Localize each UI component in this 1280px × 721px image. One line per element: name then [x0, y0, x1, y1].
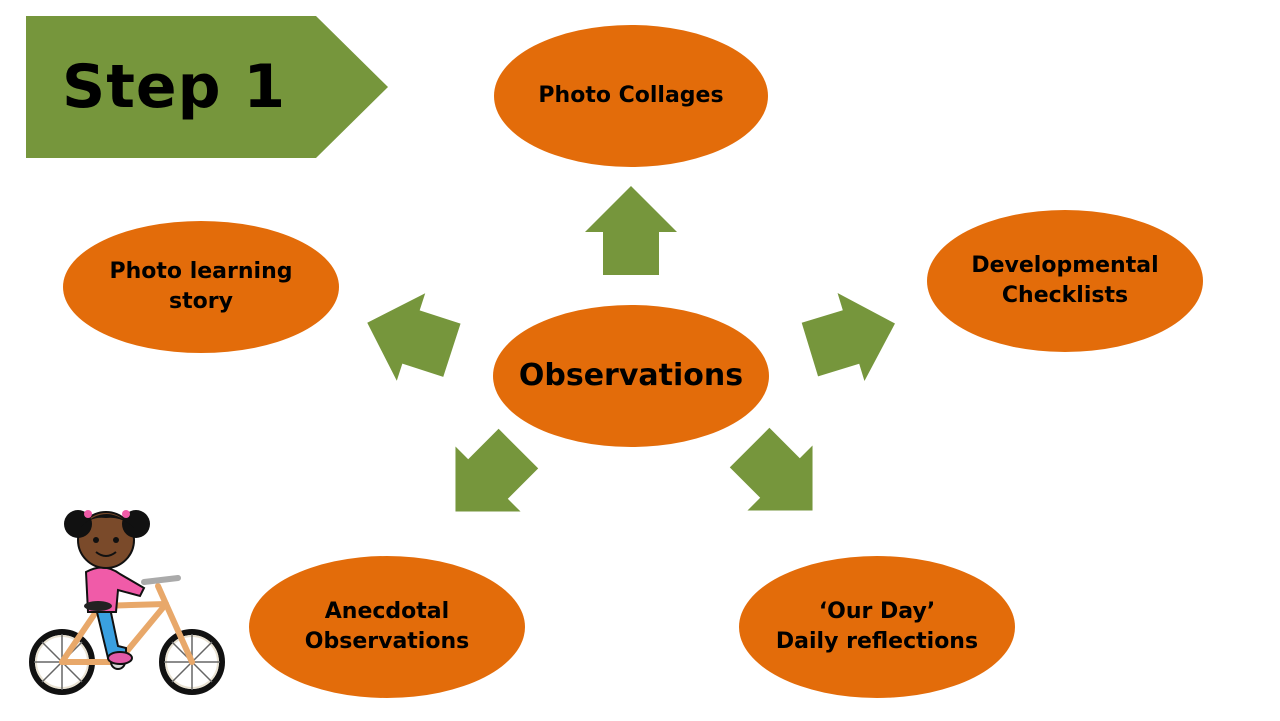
arrow-upright-icon [801, 293, 895, 381]
node-photo-collages-label: Photo Collages [538, 83, 724, 108]
node-photo-learning-label-line1: Photo learning [109, 259, 293, 284]
node-our-day-daily-reflections: ‘Our Day’ Daily reflections [739, 556, 1015, 698]
node-observations-label: Observations [518, 358, 744, 393]
node-anecdotal-observations: Anecdotal Observations [249, 556, 525, 698]
step-banner: Step 1 [26, 16, 388, 158]
node-photo-collages: Photo Collages [494, 25, 768, 167]
node-developmental-label-line1: Developmental [971, 253, 1159, 278]
node-observations: Observations [493, 305, 769, 447]
node-photo-learning-label-line2: story [169, 289, 233, 314]
banner-pentagon-shape [26, 16, 388, 158]
node-developmental-label-line2: Checklists [1001, 283, 1129, 308]
arrow-downleft-icon [455, 428, 539, 512]
node-developmental-checklists: Developmental Checklists [927, 210, 1203, 352]
node-our-day-label-line2: Daily reflections [775, 629, 979, 654]
arrow-upleft-icon [367, 293, 461, 381]
node-our-day-label-line1: ‘Our Day’ [818, 599, 936, 624]
arrow-downright-icon [729, 427, 813, 511]
node-photo-learning-story: Photo learning story [63, 221, 339, 353]
arrow-up-icon [585, 186, 677, 275]
step-label: Step 1 [62, 52, 287, 122]
node-anecdotal-label-line2: Observations [304, 629, 470, 654]
node-anecdotal-label-line1: Anecdotal [324, 599, 450, 624]
girl-on-bicycle-icon [26, 496, 232, 704]
